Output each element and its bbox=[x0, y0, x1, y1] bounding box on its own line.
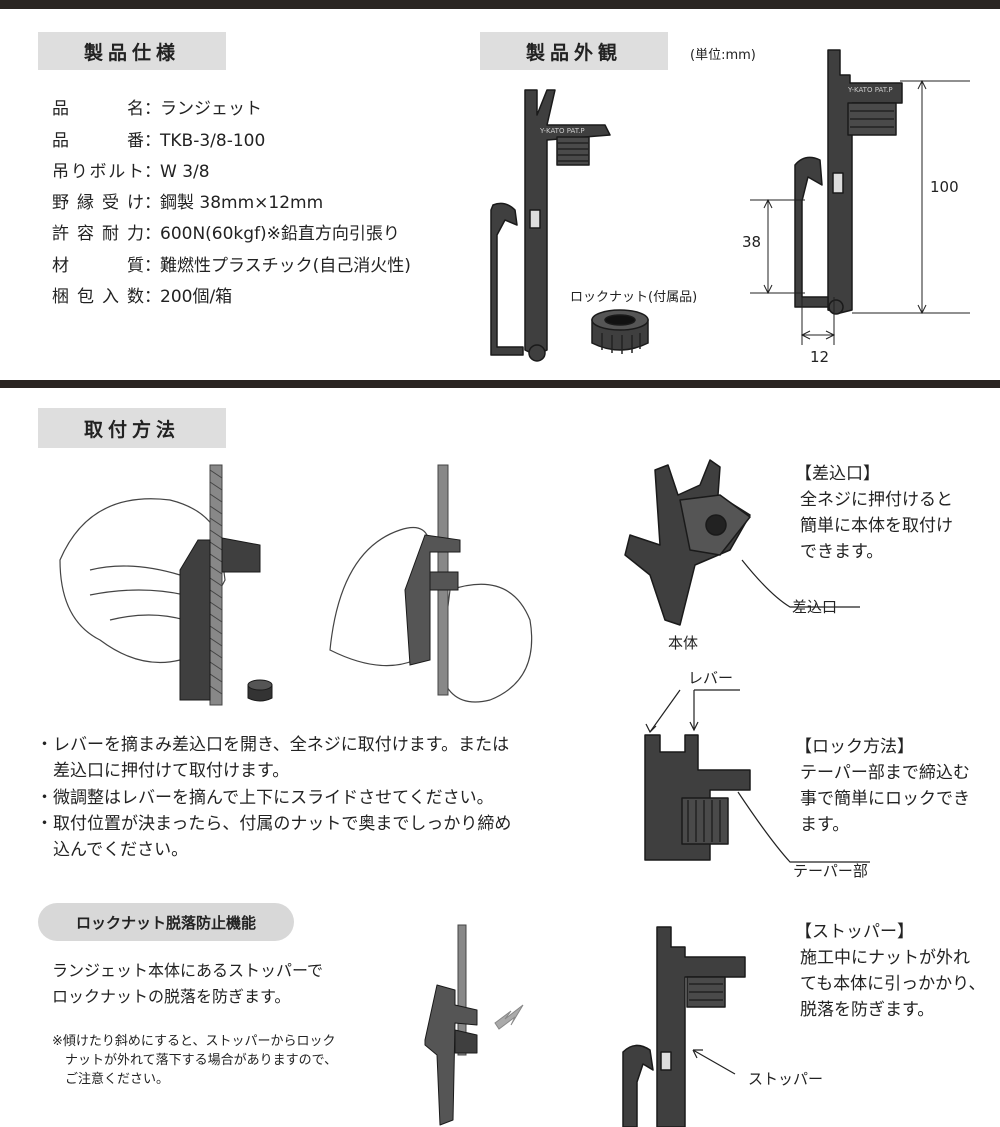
stopper-line-2: ロックナットの脱落を防ぎます。 bbox=[52, 987, 291, 1006]
stopper-desc-2: ても本体に引っかかり、 bbox=[800, 974, 986, 994]
spec-colon: ： bbox=[144, 224, 161, 244]
spec-value: ランジェット bbox=[160, 99, 262, 119]
stopper-callout: ストッパー bbox=[748, 1070, 824, 1088]
dim-38: 38 bbox=[742, 233, 762, 251]
install-bullet-2: ・微調整はレバーを摘んで上下にスライドさせてください。 bbox=[36, 788, 494, 808]
spec-value: TKB-3/8-100 bbox=[160, 131, 266, 151]
body-label: 本体 bbox=[668, 634, 699, 652]
spec-key: 品名 bbox=[52, 99, 144, 119]
spec-heading: 製品仕様 bbox=[38, 32, 226, 70]
product-illustration: Y-KATO PAT.P bbox=[490, 89, 611, 362]
spec-value: W 3/8 bbox=[160, 162, 210, 182]
stopper-note-1: ※傾けたり斜めにすると、ストッパーからロック bbox=[52, 1034, 336, 1049]
taper-callout: テーパー部 bbox=[793, 862, 868, 880]
spec-key: 品番 bbox=[52, 131, 144, 151]
lock-nut-illustration bbox=[591, 309, 649, 354]
install-bullet-1-cont: 差込口に押付けて取付けます。 bbox=[36, 761, 290, 781]
dim-100: 100 bbox=[930, 178, 959, 196]
spec-row: 品番：TKB-3/8-100 bbox=[52, 126, 265, 151]
install-heading: 取付方法 bbox=[38, 408, 226, 448]
section-divider bbox=[0, 380, 1000, 388]
stopper-angle-illustration bbox=[424, 924, 524, 1126]
unit-label: (単位:mm) bbox=[690, 48, 756, 63]
lock-title: 【ロック方法】 bbox=[795, 737, 914, 757]
hand-install-illustration-1 bbox=[59, 464, 273, 706]
dimension-drawing: Y-KATO PAT.P bbox=[750, 49, 970, 345]
lock-line-1: テーパー部まで締込む bbox=[800, 763, 970, 783]
spec-row: 梱包入数：200個/箱 bbox=[52, 282, 232, 307]
top-bar bbox=[0, 0, 1000, 9]
insert-line-2: 簡単に本体を取付け bbox=[800, 516, 953, 536]
spec-value: 600N(60kgf)※鉛直方向引張り bbox=[160, 224, 400, 244]
spec-colon: ： bbox=[144, 193, 161, 213]
hand-install-illustration-2 bbox=[329, 464, 533, 703]
stopper-note-3: ご注意ください。 bbox=[52, 1072, 170, 1087]
spec-key: 材質 bbox=[52, 256, 144, 276]
spec-row: 材質：難燃性プラスチック(自己消火性) bbox=[52, 251, 411, 276]
stopper-title: 【ストッパー】 bbox=[795, 922, 914, 942]
spec-colon: ： bbox=[144, 131, 161, 151]
spec-key: 野縁受け bbox=[52, 193, 144, 213]
appearance-heading: 製品外観 bbox=[480, 32, 668, 70]
spec-value: 鋼製 38mm×12mm bbox=[160, 193, 324, 213]
spec-key: 吊りボルト bbox=[52, 162, 144, 182]
insert-detail-illustration bbox=[624, 459, 860, 626]
stopper-desc-3: 脱落を防ぎます。 bbox=[800, 1000, 935, 1020]
spec-colon: ： bbox=[144, 256, 161, 276]
install-bullet-3-cont: 込んでください。 bbox=[36, 840, 189, 860]
stopper-desc-1: 施工中にナットが外れ bbox=[800, 948, 970, 968]
insert-line-3: できます。 bbox=[800, 542, 884, 562]
install-bullet-1: ・レバーを摘まみ差込口を開き、全ネジに取付けます。または bbox=[36, 735, 510, 755]
spec-colon: ： bbox=[144, 99, 161, 119]
spec-row: 品名：ランジェット bbox=[52, 94, 262, 119]
stopper-pill: ロックナット脱落防止機能 bbox=[38, 903, 294, 941]
lever-label: レバー bbox=[688, 669, 734, 687]
insert-callout: 差込口 bbox=[792, 598, 838, 616]
install-bullet-3: ・取付位置が決まったら、付属のナットで奥までしっかり締め bbox=[36, 814, 512, 834]
spec-colon: ： bbox=[144, 287, 161, 307]
spec-key: 許容耐力 bbox=[52, 224, 144, 244]
spec-key: 梱包入数 bbox=[52, 287, 144, 307]
spec-row: 野縁受け：鋼製 38mm×12mm bbox=[52, 188, 323, 213]
emboss-text-2: Y-KATO PAT.P bbox=[847, 86, 893, 94]
lock-line-2: 事で簡単にロックでき bbox=[800, 789, 970, 809]
spec-row: 吊りボルト：W 3/8 bbox=[52, 157, 210, 182]
lock-detail-illustration bbox=[644, 689, 870, 863]
spec-value: 200個/箱 bbox=[160, 287, 233, 307]
emboss-text: Y-KATO PAT.P bbox=[539, 127, 585, 135]
insert-line-1: 全ネジに押付けると bbox=[800, 490, 953, 510]
insert-title: 【差込口】 bbox=[795, 464, 880, 484]
lock-line-3: ます。 bbox=[800, 815, 850, 835]
spec-row: 許容耐力：600N(60kgf)※鉛直方向引張り bbox=[52, 219, 400, 244]
stopper-note-2: ナットが外れて落下する場合がありますので、 bbox=[52, 1053, 338, 1068]
dim-12: 12 bbox=[810, 348, 830, 366]
stopper-line-1: ランジェット本体にあるストッパーで bbox=[52, 961, 324, 980]
spec-value: 難燃性プラスチック(自己消火性) bbox=[160, 256, 411, 276]
spec-colon: ： bbox=[144, 162, 161, 182]
stopper-detail-illustration bbox=[622, 926, 746, 1127]
nut-label: ロックナット(付属品) bbox=[570, 290, 698, 305]
